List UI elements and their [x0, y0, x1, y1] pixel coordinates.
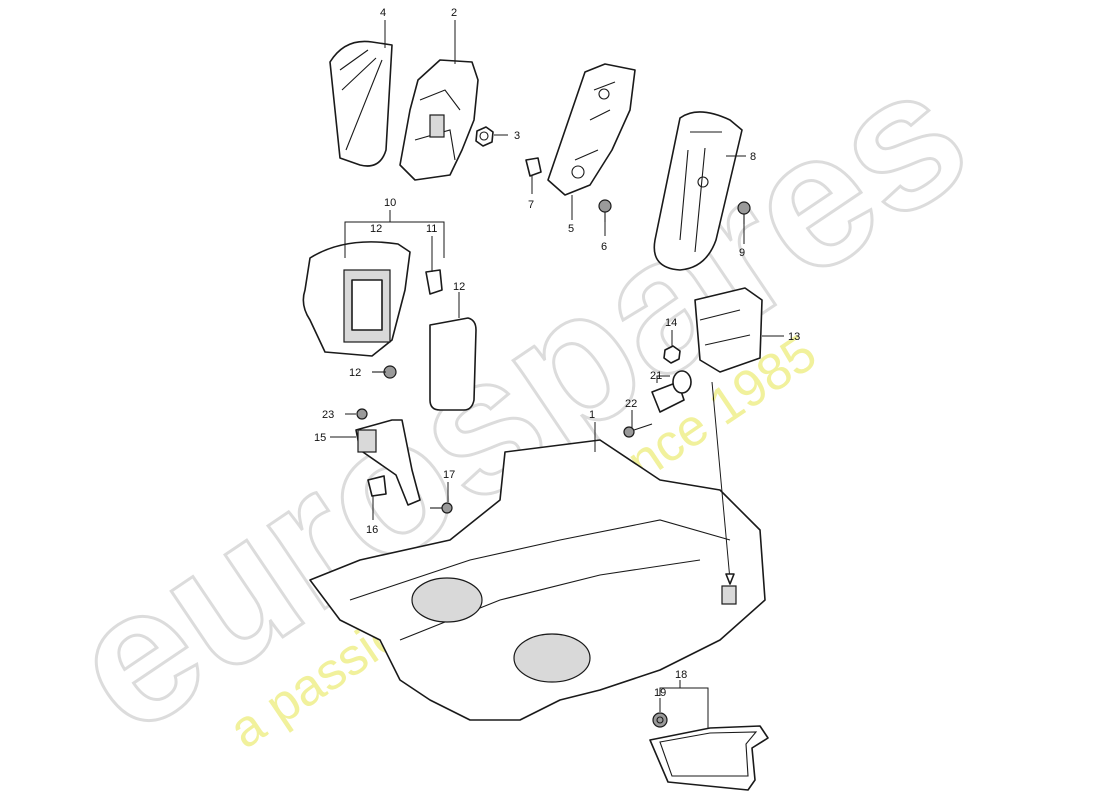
callout-22: 22 — [625, 398, 637, 410]
part-23-grommet — [356, 408, 368, 420]
part-18-screw — [430, 502, 453, 514]
callout-12: 12 — [349, 367, 361, 379]
part-13-flat-cover — [429, 317, 477, 411]
callout-14: 13 — [788, 331, 800, 343]
callout-23: 23 — [322, 409, 334, 421]
callout-6: 6 — [601, 241, 607, 253]
part-9-screw — [737, 201, 751, 224]
callout-17: 16 — [366, 524, 378, 536]
part-19-floor-mat — [649, 725, 769, 791]
callout-21: 21 — [650, 370, 662, 382]
callout-19: 18 — [675, 669, 687, 681]
callout-20: 19 — [654, 687, 666, 699]
callout-9: 9 — [739, 247, 745, 259]
part-16-bracket — [355, 419, 421, 506]
callout-18: 17 — [443, 469, 455, 481]
callout-16: 15 — [314, 432, 326, 444]
callout-10: 10 — [384, 197, 396, 209]
callout-1: 1 — [589, 409, 595, 421]
part-7-clip — [525, 157, 542, 177]
part-14-corner-trim — [694, 287, 763, 373]
callout-11: 11 — [426, 223, 437, 235]
callout-12-top: 12 — [370, 223, 382, 235]
part-5-pillar-trim — [547, 63, 636, 196]
part-1-floor-carpet — [309, 439, 766, 721]
part-4-trim-strip — [329, 40, 393, 167]
part-11-clip — [425, 269, 443, 295]
callout-15: 14 — [665, 317, 677, 329]
callout-13: 12 — [453, 281, 465, 293]
part-22-screw — [623, 423, 653, 438]
part-6-screw — [598, 199, 612, 222]
part-15-nut — [663, 345, 681, 364]
part-21-tube-fitting — [651, 370, 692, 413]
part-20-mat-clip — [652, 712, 668, 728]
part-3-nut — [475, 126, 494, 147]
callout-4: 4 — [380, 7, 386, 19]
callout-labels: 4 2 3 7 5 6 8 9 10 12 11 12 12 14 13 21 … — [314, 7, 800, 699]
callout-5: 5 — [568, 223, 574, 235]
callout-7: 7 — [528, 199, 534, 211]
part-10-cover-panel — [302, 241, 411, 357]
part-2-bracket-panel — [399, 59, 479, 181]
part-17-clip — [367, 475, 387, 497]
callout-8: 8 — [750, 151, 756, 163]
callout-3: 3 — [514, 130, 520, 142]
leader-lines — [330, 20, 784, 728]
part-8-large-trim-panel — [653, 111, 743, 271]
callout-2: 2 — [451, 7, 457, 19]
